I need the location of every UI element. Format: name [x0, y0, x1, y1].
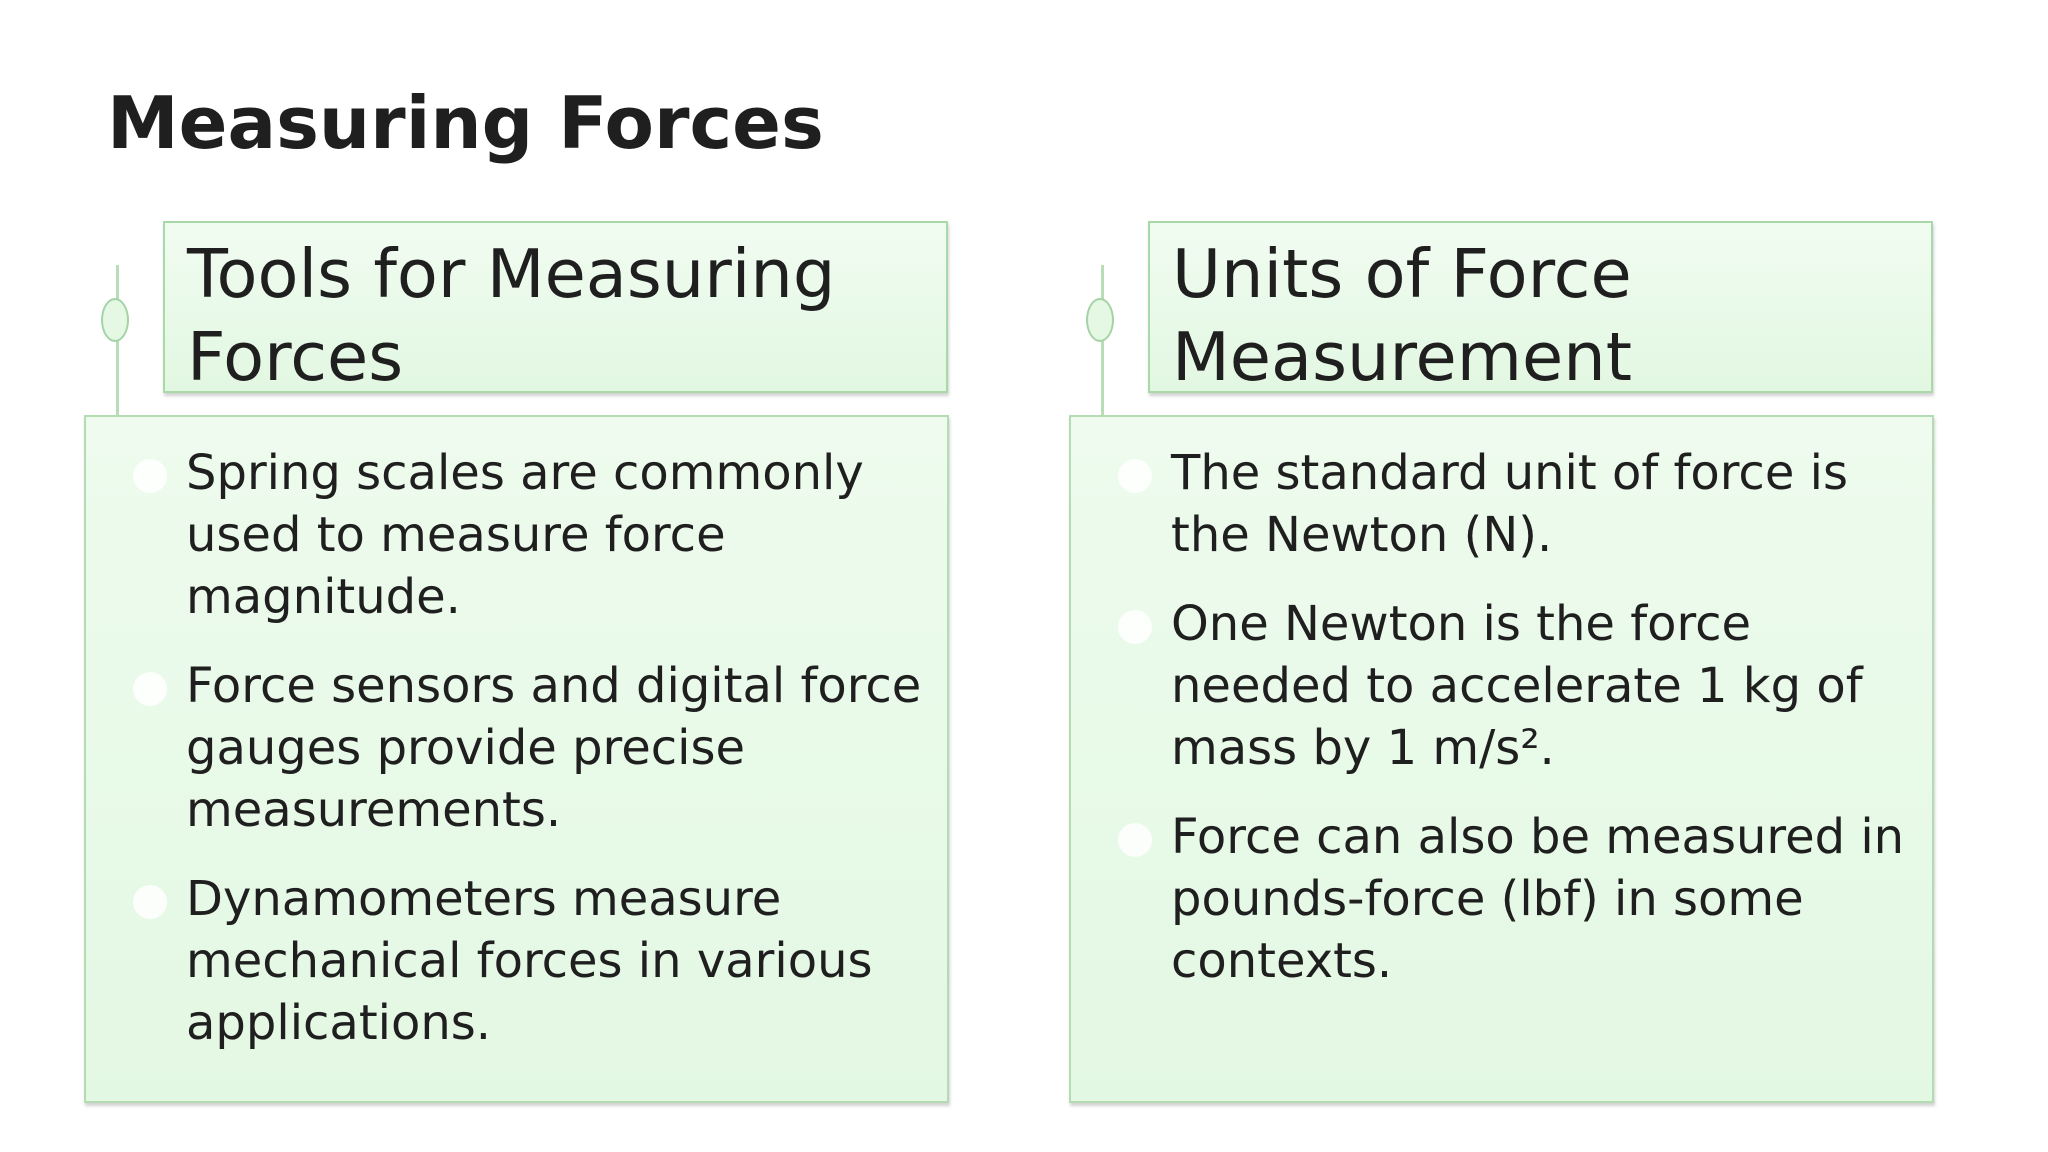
- slide-title: Measuring Forces: [107, 81, 824, 165]
- bullet-icon: [1118, 823, 1152, 857]
- list-item: Dynamometers measure mechanical forces i…: [133, 868, 927, 1054]
- bullet-text: Force can also be measured in pounds-for…: [1171, 809, 1905, 989]
- timeline-node-icon: [1086, 298, 1114, 342]
- bullet-text: Spring scales are commonly used to measu…: [186, 445, 864, 625]
- panel-units: Units of Force Measurement The standard …: [985, 0, 1985, 1152]
- panel-content-box: Spring scales are commonly used to measu…: [84, 415, 949, 1103]
- bullet-icon: [133, 672, 167, 706]
- panel-heading: Tools for Measuring Forces: [187, 235, 836, 396]
- panel-heading: Units of Force Measurement: [1172, 235, 1632, 396]
- bullet-list: Spring scales are commonly used to measu…: [133, 442, 927, 1054]
- bullet-text: One Newton is the force needed to accele…: [1171, 596, 1863, 776]
- bullet-text: The standard unit of force is the Newton…: [1171, 445, 1848, 563]
- list-item: Force sensors and digital force gauges p…: [133, 655, 927, 841]
- list-item: One Newton is the force needed to accele…: [1118, 593, 1912, 779]
- bullet-icon: [133, 459, 167, 493]
- panel-heading-box: Units of Force Measurement: [1148, 221, 1933, 396]
- timeline-node-icon: [101, 298, 129, 342]
- panel-tools: Tools for Measuring Forces Spring scales…: [0, 0, 1000, 1152]
- bullet-list: The standard unit of force is the Newton…: [1118, 442, 1912, 992]
- panel-heading-box: Tools for Measuring Forces: [163, 221, 948, 396]
- bullet-icon: [1118, 610, 1152, 644]
- list-item: Force can also be measured in pounds-for…: [1118, 806, 1912, 992]
- bullet-icon: [133, 885, 167, 919]
- bullet-text: Dynamometers measure mechanical forces i…: [186, 871, 873, 1051]
- list-item: Spring scales are commonly used to measu…: [133, 442, 927, 628]
- panel-content-box: The standard unit of force is the Newton…: [1069, 415, 1934, 1103]
- list-item: The standard unit of force is the Newton…: [1118, 442, 1912, 566]
- bullet-text: Force sensors and digital force gauges p…: [186, 658, 922, 838]
- bullet-icon: [1118, 459, 1152, 493]
